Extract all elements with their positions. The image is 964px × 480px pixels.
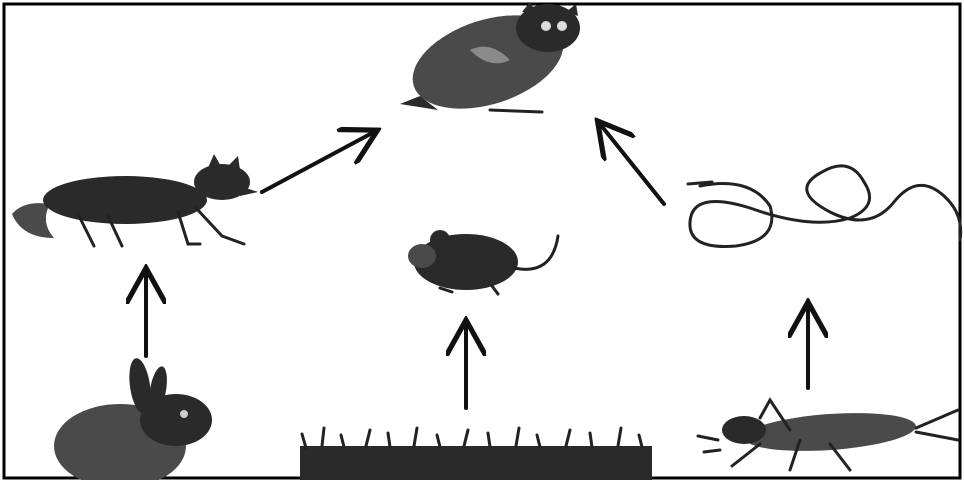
mouse-icon: [408, 230, 558, 294]
arrow-snake-to-owl: [600, 124, 664, 204]
rabbit-icon: [54, 357, 212, 480]
snake-icon: [688, 166, 961, 247]
arrow-fox-to-owl: [262, 132, 374, 192]
fox-icon: [12, 154, 258, 246]
grasshopper-icon: [698, 400, 958, 470]
grass-icon: [300, 428, 652, 480]
owl-icon: [400, 0, 580, 126]
